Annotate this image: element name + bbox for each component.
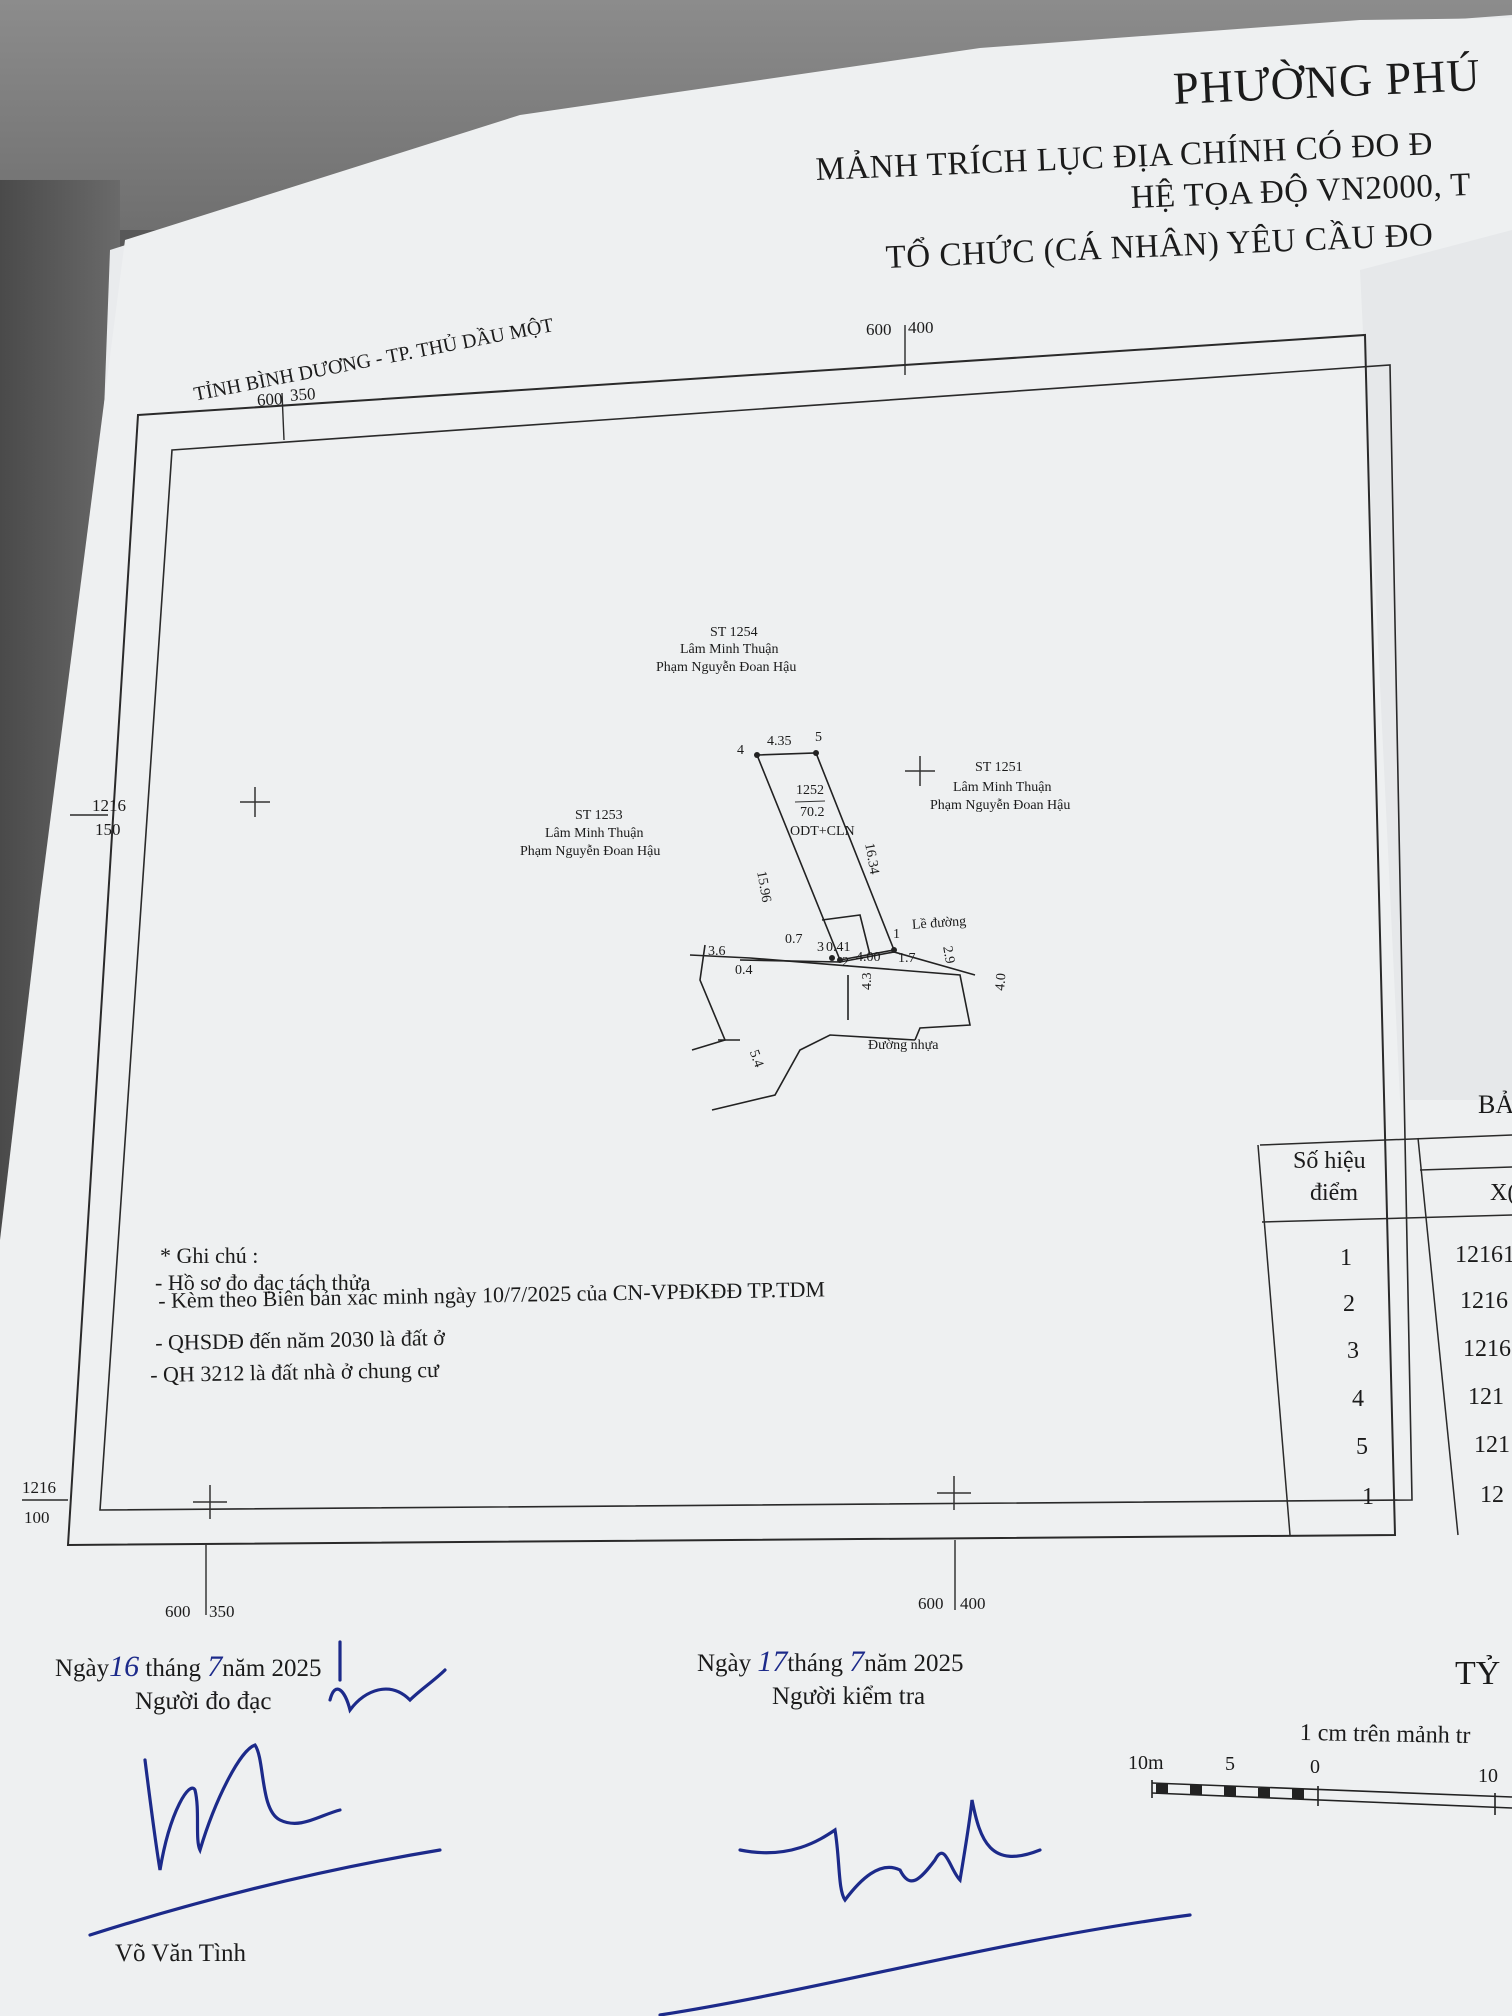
date-prefix: Ngày — [697, 1650, 752, 1677]
date-prefix: Ngày — [55, 1655, 110, 1682]
surveyor-signature — [143, 1743, 342, 1871]
inspector-date: Ngày 17tháng 7năm 2025 — [697, 1645, 964, 1679]
scale-title: TỶ — [1455, 1655, 1501, 1692]
parcel-area: 70.2 — [800, 805, 825, 820]
parcel-st1253-owner1: Lâm Minh Thuận — [545, 826, 644, 841]
setback-mark — [821, 914, 871, 956]
dimension-label: 3.6 — [708, 944, 726, 959]
table-cell-point: 1 — [1362, 1484, 1374, 1510]
parcel-st1251-id: ST 1251 — [975, 760, 1023, 775]
point-marker — [813, 750, 819, 756]
table-cell-point: 2 — [1343, 1291, 1355, 1317]
parcel-st1253-id: ST 1253 — [575, 808, 623, 823]
table-cell-x: 121 — [1474, 1432, 1510, 1458]
grid-label: 1216 — [92, 796, 126, 815]
grid-label: 400 — [908, 318, 934, 337]
point-label: 4 — [737, 743, 744, 758]
table-cell-x: 1216 — [1463, 1336, 1511, 1362]
point-label: 2 — [842, 955, 849, 970]
grid-label: 600 — [165, 1602, 191, 1621]
table-cell-point: 3 — [1347, 1338, 1359, 1364]
table-header-col1-line2: điểm — [1310, 1180, 1358, 1206]
inspector-underline — [658, 1913, 1192, 2016]
grid-label: 150 — [95, 820, 121, 839]
surveyor-role: Người đo đạc — [135, 1688, 272, 1715]
table-header-col1: Số hiệu — [1293, 1148, 1366, 1174]
point-marker — [829, 955, 835, 961]
date-month-word: tháng — [145, 1655, 201, 1682]
road-boundary-left — [691, 944, 727, 1051]
parcel-st1253-owner2: Phạm Nguyễn Đoan Hậu — [520, 844, 661, 859]
grid-label: 600 — [866, 320, 892, 339]
grid-label: 1216 — [22, 1478, 56, 1497]
dimension-label: 4.35 — [767, 734, 792, 749]
inspector-role: Người kiểm tra — [772, 1683, 926, 1710]
surveyor-date: Ngày16 tháng 7năm 2025 — [55, 1650, 322, 1684]
surveyor-name: Võ Văn Tình — [115, 1940, 247, 1967]
grid-label: 600 — [918, 1594, 944, 1613]
dimension-label: 4.00 — [856, 950, 881, 965]
handwritten-month: 7 — [207, 1650, 223, 1683]
inspector-signature — [738, 1799, 1042, 1903]
date-year: năm 2025 — [222, 1655, 322, 1682]
handwritten-day: 17 — [757, 1645, 788, 1678]
table-cell-x: 121 — [1468, 1384, 1504, 1410]
handwritten-day: 16 — [109, 1650, 140, 1683]
road-curb — [689, 954, 971, 1041]
parcel-st1251-owner1: Lâm Minh Thuận — [953, 780, 1052, 795]
dimension-label: 0.41 — [826, 940, 851, 955]
table-cell-point: 1 — [1340, 1245, 1352, 1271]
scale-label: 5 — [1225, 1753, 1235, 1775]
parcel-st1254-owner1: Lâm Minh Thuận — [680, 642, 779, 657]
surveyor-initial — [328, 1668, 447, 1714]
parcel-st1251-owner2: Phạm Nguyễn Đoan Hậu — [930, 798, 1071, 813]
dimension-label: 0.4 — [735, 963, 753, 978]
point-marker — [837, 957, 843, 963]
table-side-title: BẢ — [1478, 1090, 1512, 1119]
point-marker — [891, 947, 897, 953]
date-year: năm 2025 — [864, 1650, 964, 1677]
table-cell-point: 4 — [1352, 1386, 1364, 1412]
table-cell-x: 12161 — [1455, 1242, 1512, 1268]
date-month-word: tháng — [787, 1650, 843, 1677]
handwritten-month: 7 — [849, 1645, 865, 1678]
grid-label: 100 — [24, 1508, 50, 1527]
table-cell-point: 5 — [1356, 1434, 1368, 1460]
table-cell-x: 1216 — [1460, 1288, 1508, 1314]
scale-label: 10 — [1478, 1765, 1498, 1787]
table-cell-x: 12 — [1480, 1482, 1504, 1508]
surveyor-underline — [88, 1848, 442, 1937]
parcel-land-use: ODT+CLN — [790, 824, 855, 839]
notes-title: * Ghi chú : — [160, 1243, 259, 1268]
parcel-st1254-owner2: Phạm Nguyễn Đoan Hậu — [656, 660, 797, 675]
grid-label: 350 — [209, 1602, 235, 1621]
scale-label: 10m — [1128, 1752, 1164, 1774]
grid-label: 400 — [960, 1594, 986, 1613]
dimension-label: 1.7 — [898, 951, 916, 966]
point-label: 5 — [815, 730, 822, 745]
point-marker — [754, 752, 760, 758]
note-line: - Hồ sơ đo đạc tách thửa — [155, 1270, 371, 1295]
parcel-st1254-id: ST 1254 — [710, 625, 758, 640]
table-header-col2: X( — [1490, 1180, 1512, 1206]
scale-label: 0 — [1310, 1756, 1320, 1778]
parcel-number: 1252 — [796, 783, 824, 798]
point-label: 1 — [893, 927, 900, 942]
road-label: Đường nhựa — [868, 1038, 939, 1053]
point-label: 3 — [817, 940, 824, 955]
road-boundary-bottom — [711, 1034, 916, 1111]
dimension-label: 0.7 — [785, 932, 803, 947]
